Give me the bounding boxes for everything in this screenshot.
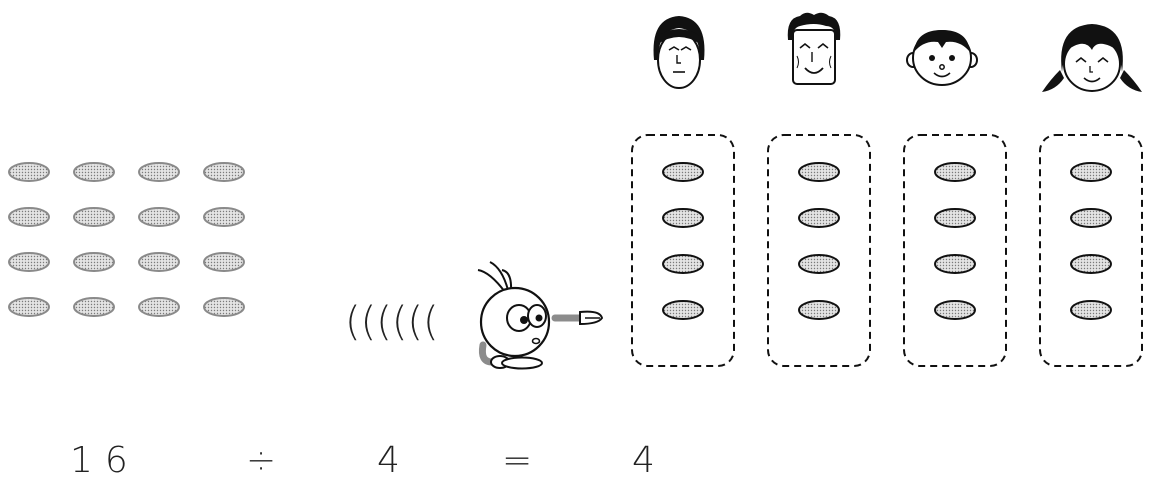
seed-icon xyxy=(934,254,976,274)
seed-icon xyxy=(662,208,704,228)
person-share-box xyxy=(767,134,871,367)
seed-icon xyxy=(8,162,50,182)
seed-icon xyxy=(203,162,245,182)
seed-icon xyxy=(138,297,180,317)
pointing-character-icon xyxy=(477,261,604,370)
equals-sign: = xyxy=(502,440,545,481)
seed-icon xyxy=(8,207,50,227)
division-equation: 16 ÷ 4 = 4 xyxy=(0,440,1149,493)
seed-icon xyxy=(1070,254,1112,274)
seed-icon xyxy=(203,297,245,317)
seed-icon xyxy=(1070,300,1112,320)
seed-icon xyxy=(798,208,840,228)
seed-icon xyxy=(798,162,840,182)
man-with-long-hair-face-icon xyxy=(653,16,705,89)
seed-icon xyxy=(73,162,115,182)
quotient: 4 xyxy=(632,440,667,481)
girl-with-bangs-face-icon xyxy=(906,30,978,86)
seed-icon xyxy=(798,300,840,320)
dividend: 16 xyxy=(70,440,140,481)
seed-icon xyxy=(138,162,180,182)
seed-icon xyxy=(73,207,115,227)
seed-icon xyxy=(203,252,245,272)
seed-icon xyxy=(662,162,704,182)
division-operator: ÷ xyxy=(246,440,289,481)
person-share-box xyxy=(631,134,735,367)
seed-icon xyxy=(1070,162,1112,182)
seed-icon xyxy=(1070,208,1112,228)
seed-icon xyxy=(73,297,115,317)
seed-icon xyxy=(203,207,245,227)
seed-icon xyxy=(8,252,50,272)
seed-icon xyxy=(8,297,50,317)
motion-lines: (((((( xyxy=(345,299,439,345)
seed-icon xyxy=(934,208,976,228)
curly-haired-man-face-icon xyxy=(787,12,841,85)
woman-with-pigtails-face-icon xyxy=(1042,24,1142,92)
seed-icon xyxy=(138,252,180,272)
seed-icon xyxy=(662,300,704,320)
person-share-box xyxy=(903,134,1007,367)
seed-icon xyxy=(73,252,115,272)
distribution-boxes xyxy=(631,134,1143,367)
source-seed-grid xyxy=(8,162,245,317)
seed-icon xyxy=(934,162,976,182)
seed-icon xyxy=(662,254,704,274)
seed-icon xyxy=(138,207,180,227)
divisor: 4 xyxy=(377,440,412,481)
seed-icon xyxy=(798,254,840,274)
person-share-box xyxy=(1039,134,1143,367)
seed-icon xyxy=(934,300,976,320)
